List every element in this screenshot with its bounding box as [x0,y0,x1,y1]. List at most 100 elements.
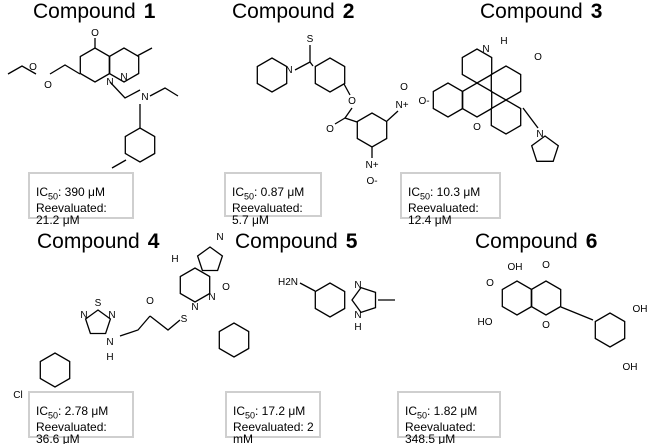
ring [490,65,522,101]
atom-label: O [400,82,408,93]
atom-label: O [91,28,99,39]
methyl [136,47,153,57]
methyl [111,159,127,169]
pyrimidine-ring [179,267,211,303]
amide [119,315,151,337]
atom-label: HO [478,317,493,328]
ch2 [149,315,181,331]
ring [461,48,493,84]
nitro [386,110,399,122]
atom-label: OH [508,262,523,273]
atom-label: S [181,314,188,325]
reevaluated-value: Reevaluated: 2 mM [233,420,314,444]
atom-label: O [222,282,230,293]
benzene-ring [314,282,346,318]
ic50-value: IC50: 1.82 μM [405,404,478,421]
ring [108,47,140,83]
atom-label: N [120,72,127,83]
phenyl-ring [218,322,250,358]
thiadiazole-ring [84,309,112,335]
reevaluated-value: Reevaluated: 12.4 μM [408,201,479,228]
reevaluated-value: Reevaluated: 21.2 μM [36,201,107,228]
ester [49,64,81,75]
atom-label: H [354,322,361,333]
atom-label: N [354,310,361,321]
reevaluated-value: Reevaluated: 36.6 μM [36,420,107,444]
atom-label: O [29,62,37,73]
ic50-value: IC50: 10.3 μM [408,185,481,202]
pyrrolidine-bond [522,107,539,129]
linker [109,81,141,99]
reevaluated-value: Reevaluated: 5.7 μM [232,201,303,228]
atom-label: S [95,298,102,309]
atom-label: N [80,310,87,321]
atom-label: H [106,352,113,363]
compound-4-activity-box: IC50: 2.78 μM Reevaluated: 36.6 μM [28,391,134,444]
dinitrophenyl-ring [356,112,388,148]
atom-label: O [486,278,494,289]
benzene-ring [314,57,346,93]
atom-label: O [542,320,550,331]
ring [490,99,522,135]
atom-label: N [106,337,113,348]
ic50-value: IC50: 0.87 μM [232,185,305,202]
catechol-ring [594,312,626,348]
atom-label: O [534,52,542,63]
compound-6-activity-box: IC50: 1.82 μM Reevaluated: 348.5 μM [397,391,501,444]
atom-label: O [44,80,52,91]
thioamide [294,61,314,71]
atom-label: N [285,65,292,76]
atom-label: H [500,36,507,47]
compound-1-activity-box: IC50: 390 μM Reevaluated: 21.2 μM [28,172,134,226]
ring [461,82,493,118]
reevaluated-value: Reevaluated: 348.5 μM [405,420,476,444]
pyrazole-ring [196,246,224,272]
carbonyl [334,117,346,125]
atom-label: N+ [365,160,378,171]
ring [432,82,464,118]
atom-label: S [307,34,314,45]
atom-label: O [146,296,154,307]
atom-label: N [354,280,361,291]
atom-label: N [106,77,113,88]
compound-5-activity-box: IC50: 17.2 μM Reevaluated: 2 mM [225,391,321,444]
n-ethyl [149,87,179,97]
pyrrolidine-ring [530,135,560,162]
atom-label: H2N [278,277,298,288]
atom-label: N+ [395,100,408,111]
atom-label: OH [633,304,648,315]
atom-label: N [191,302,198,313]
compound-3-activity-box: IC50: 10.3 μM Reevaluated: 12.4 μM [400,172,501,226]
ic50-value: IC50: 17.2 μM [233,404,306,421]
piperidine-ring [256,57,288,93]
amine [299,282,316,292]
atom-label: N [536,129,543,140]
atom-label: O- [366,176,377,187]
ring [79,47,111,83]
chlorophenyl-ring [39,352,71,388]
atom-label: Cl [13,390,22,401]
atom-label: N [216,232,223,243]
imidazole-ring [351,286,377,314]
atom-label: O [542,260,550,271]
atom-label: OH [623,362,638,373]
atom-label: O- [418,96,429,107]
atom-label: H [171,254,178,265]
ic50-value: IC50: 2.78 μM [36,404,109,421]
ester [343,107,358,123]
chromone-ring [530,280,562,316]
atom-label: O [473,122,481,133]
compound-2-activity-box: IC50: 0.87 μM Reevaluated: 5.7 μM [224,172,322,226]
ic50-value: IC50: 390 μM [36,185,105,202]
ring [501,280,533,316]
aryl-bond [560,306,594,321]
cyclohexane-ring [124,127,156,163]
